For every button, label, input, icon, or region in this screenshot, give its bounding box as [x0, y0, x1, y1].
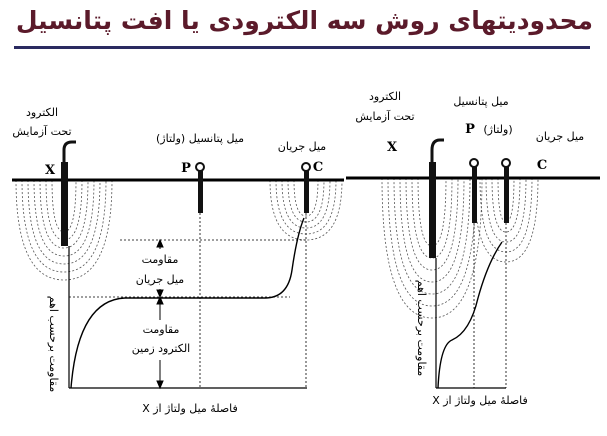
left-reference-lines: [69, 213, 307, 388]
right-electrode-test-line1: الکترود: [369, 90, 401, 103]
right-y-axis-label: مقاومت برحسب اهم: [415, 280, 428, 377]
right-test-electrode: [429, 138, 444, 258]
left-letter-p: P: [181, 161, 191, 176]
left-letter-x: X: [45, 163, 56, 178]
left-electrode-test-line1: الکترود: [26, 106, 58, 119]
left-current-electrode: [301, 162, 311, 213]
right-current-label: میل جریان: [536, 130, 585, 143]
right-current-electrode: [501, 158, 511, 223]
left-y-axis-label: مقاومت برحسب اهم: [47, 296, 60, 393]
left-resistance-curve: [70, 217, 305, 389]
right-letter-p: P: [465, 122, 475, 137]
left-res-ground-label: مقاومت الکترود زمین: [124, 320, 198, 360]
page-title: محدودیتهای روش سه الکترودی یا افت پتانسی…: [15, 6, 593, 35]
left-res-current-line2: میل جریان: [136, 273, 185, 286]
left-current-label: میل جریان: [278, 140, 327, 153]
left-res-ground-line2: الکترود زمین: [132, 342, 190, 355]
left-test-electrode: [61, 140, 76, 246]
right-potential-line2: (ولتاژ): [483, 123, 512, 136]
left-res-ground-line1: مقاومت: [143, 323, 180, 336]
left-potential-label: میل پتانسیل (ولتاژ): [156, 132, 244, 145]
left-res-current-label: مقاومت میل جریان: [131, 249, 189, 289]
right-diagram: [346, 138, 600, 389]
right-potential-line1: میل پتانسیل: [453, 95, 508, 108]
title-underline: [14, 46, 590, 49]
right-resistance-curve: [437, 241, 503, 389]
left-letter-c: C: [313, 160, 323, 175]
left-res-current-line1: مقاومت: [142, 253, 179, 266]
right-reference-lines: [473, 223, 507, 388]
right-electrode-test-line2: تحت آزمایش: [355, 109, 414, 123]
left-potential-electrode: [195, 162, 205, 213]
right-x-axis-label: فاصلهٔ میل ولتاژ از X: [432, 394, 528, 407]
right-potential-electrode: [469, 158, 479, 223]
left-electrode-test-line2: تحت آزمایش: [12, 124, 71, 138]
left-x-axis-label: فاصلهٔ میل ولتاژ از X: [142, 402, 238, 415]
right-x-field-lines: [381, 177, 483, 319]
right-letter-c: C: [537, 158, 547, 173]
right-letter-x: X: [387, 140, 398, 155]
